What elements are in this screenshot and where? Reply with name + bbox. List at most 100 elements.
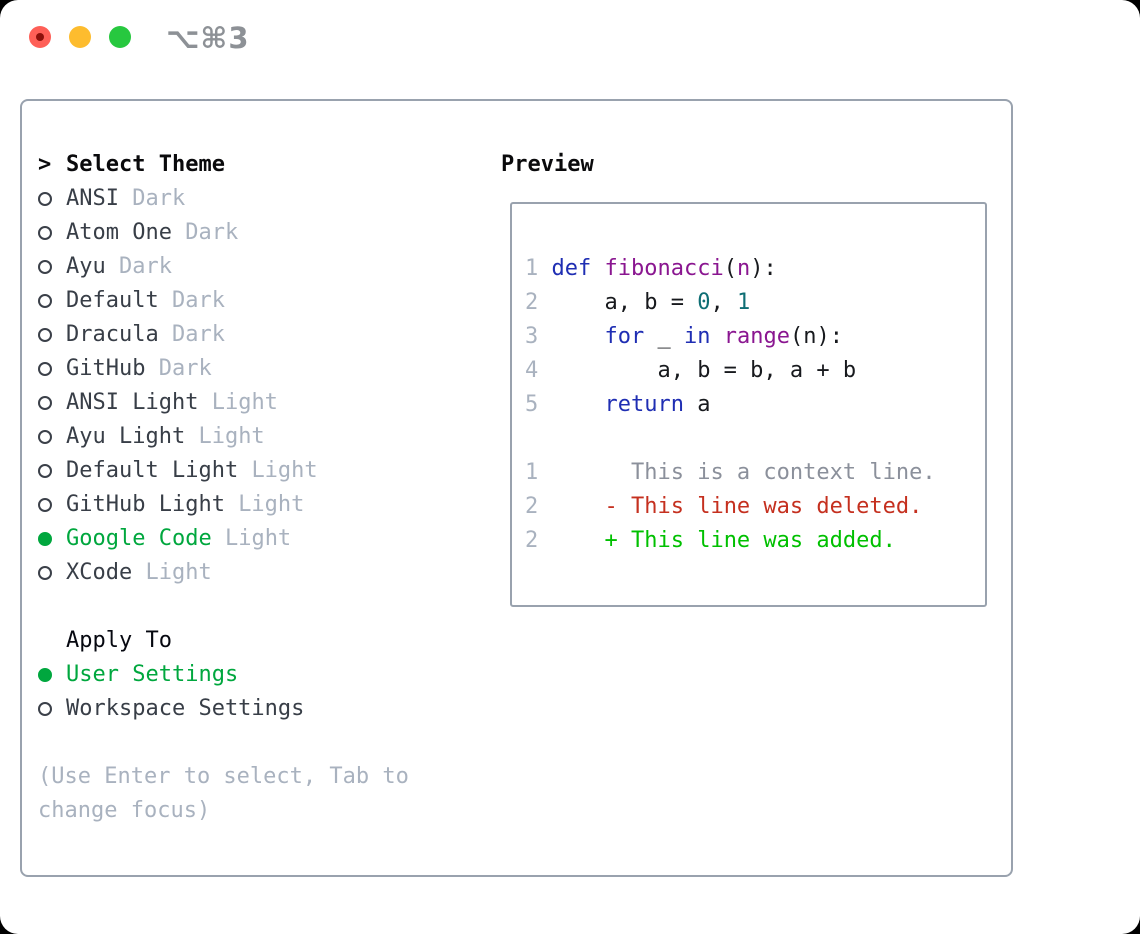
code-token-num: 2 [525,290,552,315]
code-token-plain [591,256,604,281]
theme-name: ANSI [66,186,133,211]
code-token-plain [552,392,605,417]
select-theme-header: >Select Theme [38,148,225,182]
theme-name: Atom One [66,220,186,245]
theme-name: GitHub Light [66,492,239,517]
preview-line: 2 - This line was deleted. [525,490,922,524]
theme-option-github-light[interactable]: GitHub Light Light [38,488,304,522]
radio-icon [38,362,52,376]
theme-variant-badge: Light [211,390,278,415]
theme-name: Dracula [66,322,172,347]
code-token-num: 4 [525,358,552,383]
theme-option-atom-one[interactable]: Atom One Dark [38,216,238,250]
radio-icon [38,328,52,342]
theme-variant-badge: Dark [171,288,225,313]
code-token-plain: a [683,392,711,417]
code-token-plain [538,528,604,553]
radio-icon [38,566,52,580]
preview-line: 2 a, b = 0, 1 [525,286,750,320]
code-token-fn: n [736,256,751,281]
theme-option-github[interactable]: GitHub Dark [38,352,212,386]
theme-name: XCode [66,560,146,585]
code-token-num: 1 [525,256,552,281]
select-theme-label: Select Theme [66,152,225,177]
preview-line: 2 + This line was added. [525,524,896,558]
radio-icon [38,192,52,206]
code-token-fn: fibonacci [604,256,724,281]
code-token-num: 2 [525,494,539,519]
code-token-plain [538,460,631,485]
theme-option-default-light[interactable]: Default Light Light [38,454,318,488]
close-dot-icon [36,33,44,41]
code-token-plain [538,494,604,519]
theme-variant-badge: Light [238,492,305,517]
theme-name: Default [66,288,172,313]
theme-name: Google Code [66,526,225,551]
preview-line: 4 a, b = b, a + b [525,354,856,388]
theme-option-dracula[interactable]: Dracula Dark [38,318,225,352]
code-token-plain: a, b = b, a + b [551,358,857,383]
code-token-plain [552,324,605,349]
preview-line: 3 for _ in range(n): [525,320,843,354]
radio-icon [38,702,52,716]
theme-variant-badge: Dark [132,186,186,211]
radio-icon [38,396,52,410]
theme-name: Ayu [66,254,119,279]
code-token-plain: ): [750,256,777,281]
window-title: ⌥⌘3 [166,21,250,55]
code-token-kwd: return [604,392,684,417]
code-token-kwd: def [551,256,592,281]
theme-name: GitHub [66,356,159,381]
theme-name: Default Light [66,458,252,483]
theme-name: ANSI Light [66,390,212,415]
code-token-plain: ( [723,256,737,281]
code-token-num: 2 [525,528,539,553]
apply-option-workspace-settings[interactable]: Workspace Settings [38,692,304,726]
theme-variant-badge: Dark [118,254,172,279]
code-token-plain [710,324,723,349]
theme-option-google-code[interactable]: Google Code Light [38,522,291,556]
theme-option-ayu-light[interactable]: Ayu Light Light [38,420,265,454]
theme-variant-badge: Light [251,458,318,483]
theme-option-ayu[interactable]: Ayu Dark [38,250,172,284]
radio-icon [38,430,52,444]
code-token-add: + This line was added. [604,528,896,553]
theme-option-xcode[interactable]: XCode Light [38,556,212,590]
theme-option-ansi-light[interactable]: ANSI Light Light [38,386,278,420]
apply-option-label: User Settings [66,662,239,687]
zoom-button[interactable] [109,26,131,48]
code-token-num: 3 [525,324,552,349]
code-token-fn: range [723,324,790,349]
radio-selected-icon [38,532,52,546]
preview-line: 1 def fibonacci(n): [525,252,777,286]
theme-name: Ayu Light [66,424,199,449]
code-token-plain: (n): [789,324,843,349]
help-text: change focus) [38,798,211,823]
theme-variant-badge: Dark [171,322,225,347]
code-token-num: 5 [525,392,552,417]
theme-variant-badge: Dark [185,220,239,245]
apply-option-label: Workspace Settings [66,696,305,721]
apply-option-user-settings[interactable]: User Settings [38,658,238,692]
apply-to-label: Apply To [66,628,172,653]
radio-icon [38,294,52,308]
apply-to-header: Apply To [38,624,172,658]
minimize-button[interactable] [69,26,91,48]
theme-variant-badge: Light [224,526,292,551]
code-token-num: 1 [525,460,539,485]
radio-icon [38,260,52,274]
theme-option-ansi[interactable]: ANSI Dark [38,182,185,216]
code-token-del: - This line was deleted. [604,494,923,519]
preview-header: Preview [501,152,594,177]
code-token-ctx: This is a context line. [630,460,936,485]
theme-variant-badge: Dark [158,356,212,381]
radio-selected-icon [38,668,52,682]
close-button[interactable] [29,26,51,48]
theme-option-default[interactable]: Default Dark [38,284,225,318]
help-text: (Use Enter to select, Tab to [38,764,409,789]
preview-line: 1 This is a context line. [525,456,936,490]
